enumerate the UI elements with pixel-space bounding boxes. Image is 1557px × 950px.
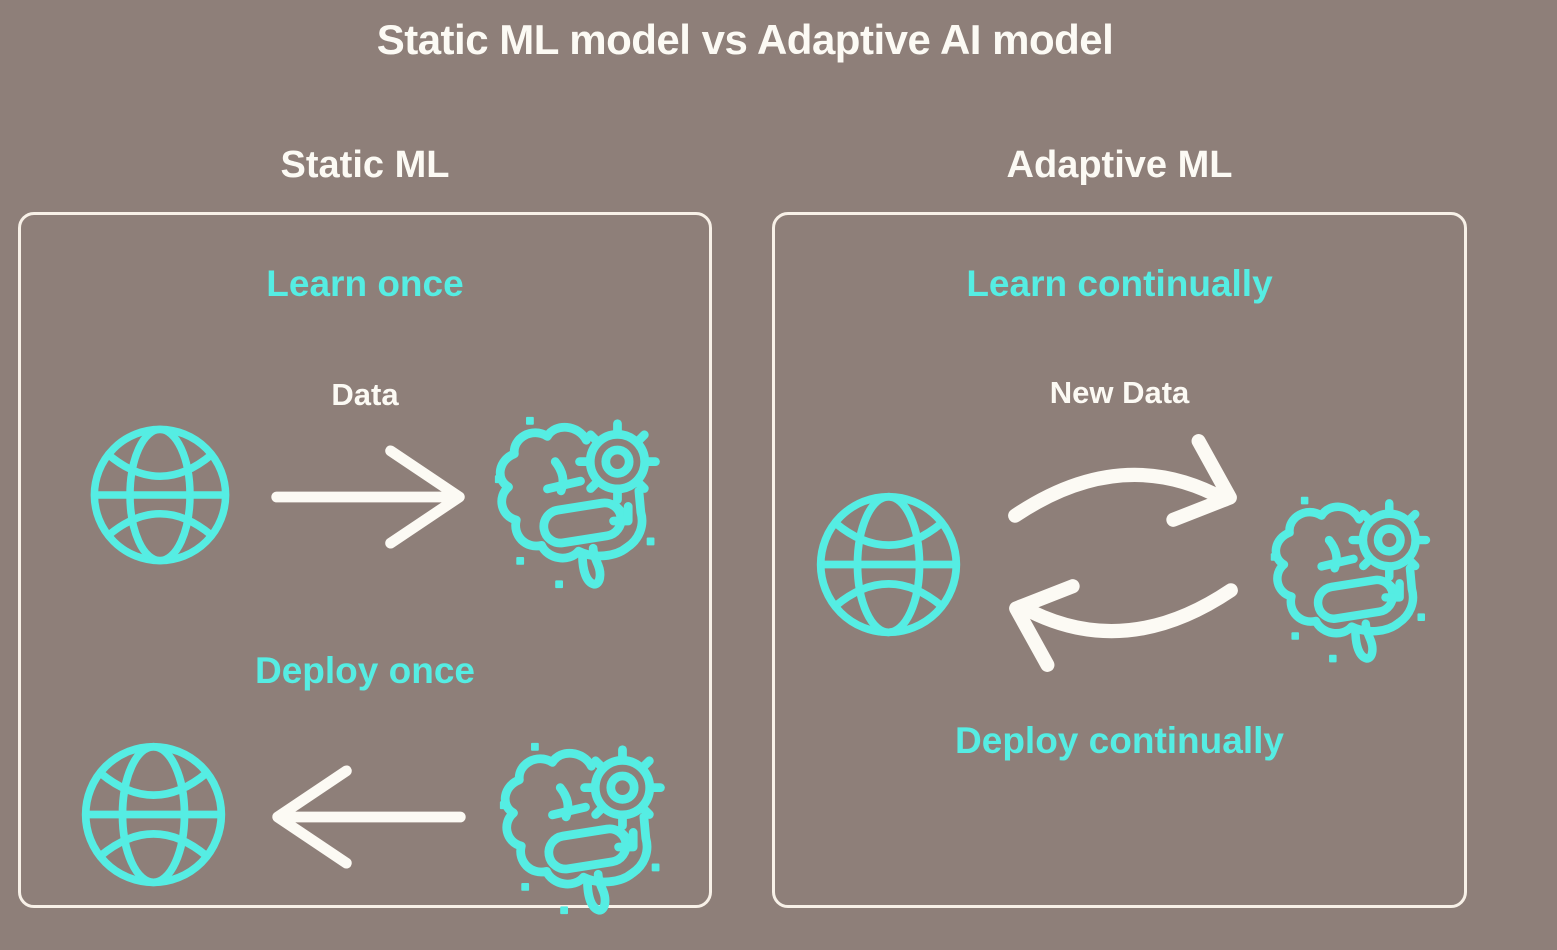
globe-icon xyxy=(85,420,235,570)
data-label: Data xyxy=(331,377,399,412)
arrow-right-icon xyxy=(264,443,476,551)
arrow-left-icon xyxy=(261,763,473,871)
deploy-continually-label: Deploy continually xyxy=(955,720,1284,761)
static-ml-column-header: Static ML xyxy=(280,144,450,186)
learn-continually-label: Learn continually xyxy=(966,263,1273,304)
new-data-label: New Data xyxy=(1049,375,1190,410)
page-title: Static ML model vs Adaptive AI model xyxy=(376,16,1114,63)
brain-gear-icon xyxy=(491,411,671,596)
globe-icon xyxy=(811,487,966,642)
brain-gear-icon xyxy=(1267,491,1441,670)
static-ml-panel: Learn once Data Deploy once xyxy=(18,212,712,908)
adaptive-ml-column-header: Adaptive ML xyxy=(1006,144,1233,186)
deploy-once-label: Deploy once xyxy=(255,650,475,691)
learn-once-label: Learn once xyxy=(266,263,464,304)
adaptive-ml-panel: Learn continually New Data Deploy contin… xyxy=(772,212,1467,908)
cycle-arrows-icon xyxy=(997,427,1249,679)
globe-icon xyxy=(76,737,231,892)
brain-gear-icon xyxy=(496,737,676,922)
